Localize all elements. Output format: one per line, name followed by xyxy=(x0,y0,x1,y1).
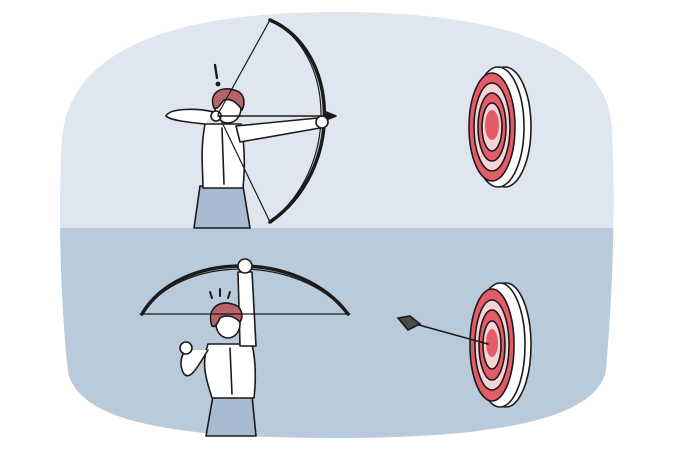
exclamation-mark xyxy=(213,63,221,87)
target-bottom xyxy=(469,282,532,408)
fist-arm xyxy=(180,349,209,377)
hair-bottom xyxy=(209,302,243,328)
top-panel xyxy=(60,12,614,228)
raised-arm xyxy=(237,271,257,347)
hair-top xyxy=(211,88,245,111)
bowstring-top xyxy=(217,19,271,223)
archer-top xyxy=(165,18,337,229)
target-top xyxy=(468,66,532,188)
archer-bottom xyxy=(139,258,351,437)
shirt-bottom xyxy=(203,343,257,399)
stress-marks xyxy=(209,288,231,299)
skirt-top xyxy=(193,185,251,229)
bottom-panel xyxy=(60,228,614,438)
drawing-arm xyxy=(165,108,215,125)
skirt-bottom xyxy=(205,395,257,437)
flying-arrow xyxy=(396,315,489,345)
bow-top xyxy=(268,18,327,224)
